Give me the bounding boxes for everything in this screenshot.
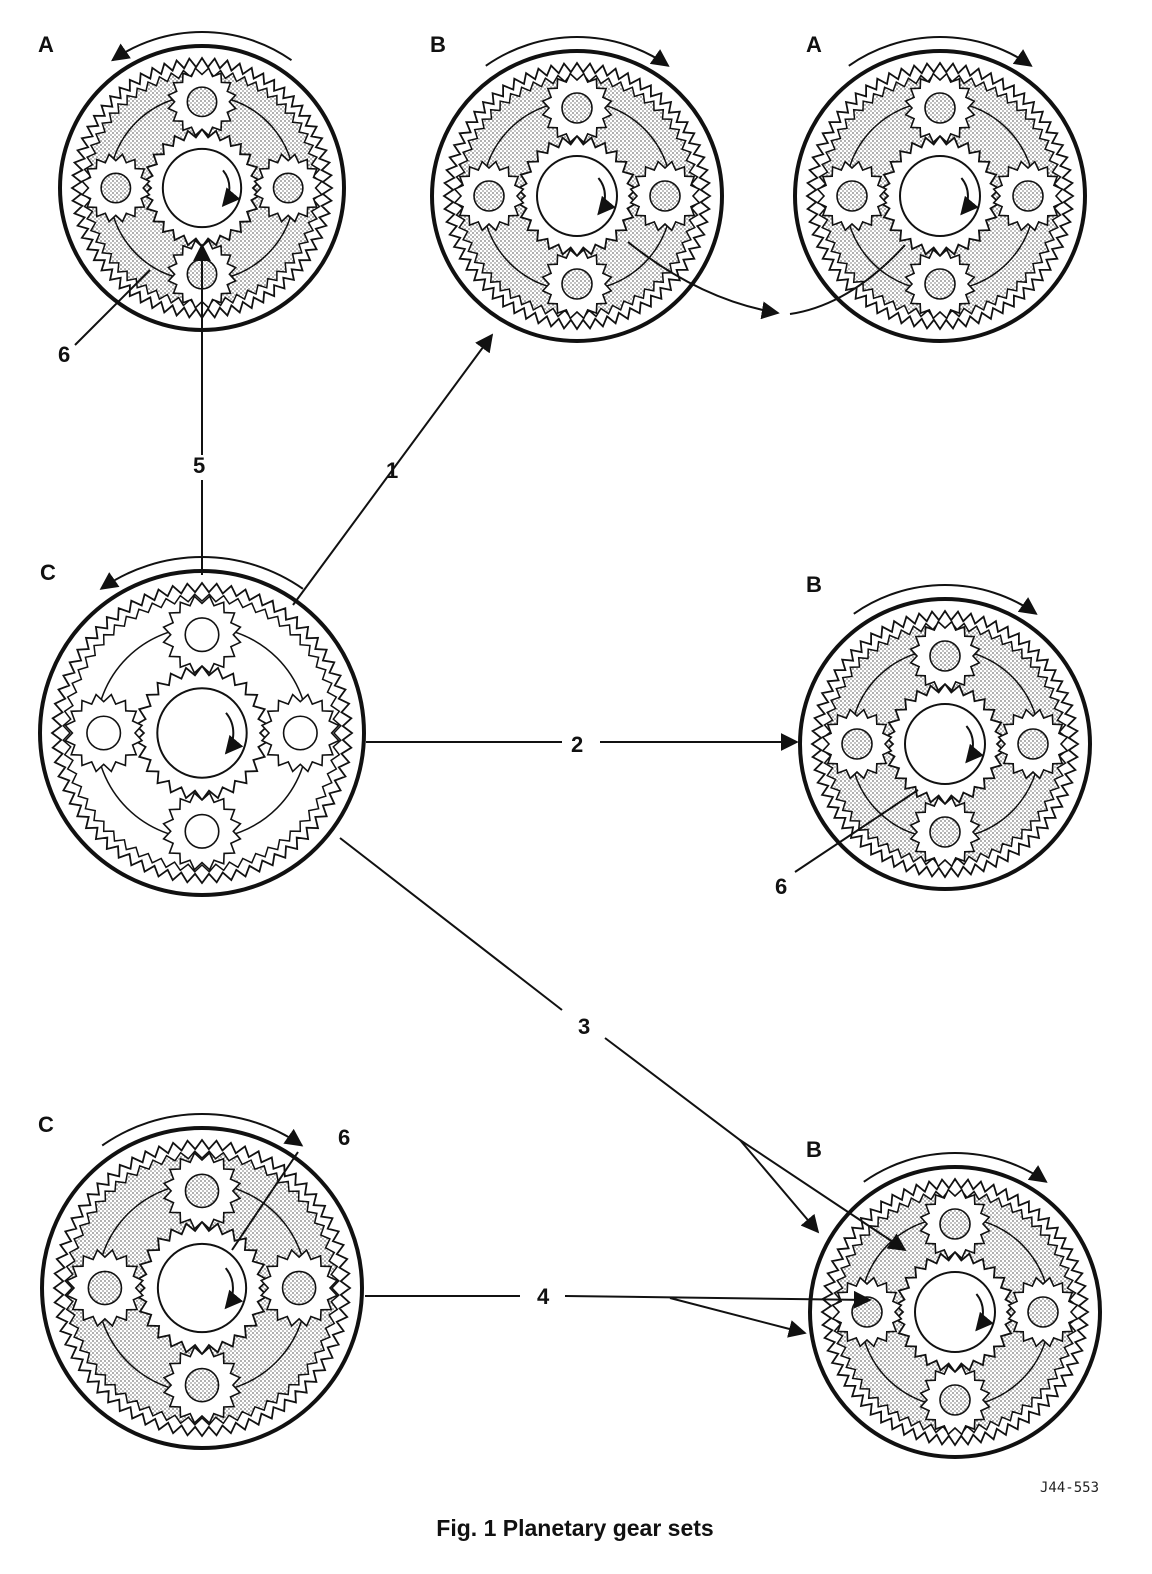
ring-gear (70, 56, 334, 320)
rotation-arrow (848, 36, 1033, 67)
callout-6: 6 (58, 342, 70, 367)
figure-caption: Fig. 1 Planetary gear sets (436, 1515, 713, 1541)
callout-line-6 (794, 789, 919, 873)
path-line-4-branch (669, 1297, 807, 1338)
planet-gear-pin (1012, 180, 1044, 212)
sun-rotation-arrow (960, 177, 979, 216)
gear-set-label-b: B (806, 1137, 822, 1162)
planet-gear-pin (561, 268, 593, 300)
planet-gear-pin (939, 1384, 971, 1416)
sun-rotation-arrow (224, 1267, 244, 1310)
rotation-arrow (863, 1152, 1048, 1183)
path-line-3 (339, 837, 905, 1250)
planet-gear-pin (184, 617, 220, 653)
planet-gear-pin (184, 813, 220, 849)
planet-gear-pin (272, 172, 304, 204)
gear-set-label-c: C (40, 560, 56, 585)
path-line-1 (292, 333, 494, 606)
callout-line-6 (74, 269, 151, 346)
planet-gear-pin (1017, 728, 1049, 760)
planet-gear-pin (929, 640, 961, 672)
transfer-line (789, 244, 906, 315)
gear-set-label-c: C (38, 1112, 54, 1137)
planet-gear-pin (186, 86, 218, 118)
sun-gear-hub (914, 1271, 996, 1353)
path-line-3-branch (739, 1139, 820, 1234)
planet-gear-pin (184, 1367, 220, 1403)
path-number-2: 2 (571, 732, 583, 757)
planet-gear-pin (87, 1270, 123, 1306)
rotation-arrow (101, 1113, 304, 1147)
planet-gear-pin (86, 715, 122, 751)
sun-rotation-arrow (221, 169, 241, 207)
path-number-3: 3 (578, 1014, 590, 1039)
planet-gear-pin (184, 1173, 220, 1209)
ring-gear (50, 581, 354, 885)
planetary-gear-set-b (808, 1152, 1102, 1459)
path-number-5: 5 (193, 453, 205, 478)
sun-rotation-arrow (965, 725, 984, 764)
ring-gear (805, 61, 1075, 331)
sun-gear-hub (899, 155, 981, 237)
gear-set-label-b: B (430, 32, 446, 57)
planet-gear-pin (841, 728, 873, 760)
planetary-gear-set-b (430, 36, 724, 343)
planet-gear-pin (649, 180, 681, 212)
sun-gear-hub (156, 1242, 248, 1334)
ring-gear (52, 1138, 352, 1438)
gear-set-label-b: B (806, 572, 822, 597)
rotation-arrow (853, 584, 1038, 615)
rotation-arrow (111, 31, 293, 62)
rotation-arrow (485, 36, 670, 67)
planet-gear-pin (473, 180, 505, 212)
planetary-gear-set-a (58, 31, 346, 332)
figure-code: J44-553 (1040, 1480, 1099, 1496)
path-line-4 (365, 1296, 870, 1300)
planet-gear-pin (836, 180, 868, 212)
planet-gear-pin (1027, 1296, 1059, 1328)
sun-gear-hub (156, 687, 248, 779)
sun-rotation-arrow (597, 177, 616, 216)
planet-gear-pin (924, 268, 956, 300)
gear-set-label-a: A (38, 32, 54, 57)
planet-gear-pin (929, 816, 961, 848)
sun-rotation-arrow (224, 712, 244, 755)
planet-gear-pin (100, 172, 132, 204)
ring-gear (820, 1177, 1090, 1447)
planet-gear-pin (924, 92, 956, 124)
planet-gear-pin (939, 1208, 971, 1240)
sun-rotation-arrow (975, 1293, 994, 1332)
callout-6: 6 (775, 874, 787, 899)
sun-gear-hub (536, 155, 618, 237)
planetary-gear-set-c (38, 556, 366, 897)
callout-6: 6 (338, 1125, 350, 1150)
planetary-gear-set-a (793, 36, 1087, 343)
gear-set-label-a: A (806, 32, 822, 57)
planet-gear-pin (851, 1296, 883, 1328)
planet-gear-pin (561, 92, 593, 124)
transfer-arrow (627, 241, 780, 320)
path-number-1: 1 (386, 458, 398, 483)
planetary-gear-set-c (40, 1113, 364, 1450)
planet-gear-pin (281, 1270, 317, 1306)
sun-gear-hub (904, 703, 986, 785)
callout-line-6 (231, 1151, 299, 1251)
planetary-gear-set-b (798, 584, 1092, 891)
planet-gear-pin (282, 715, 318, 751)
path-number-4: 4 (537, 1284, 550, 1309)
ring-gear (442, 61, 712, 331)
